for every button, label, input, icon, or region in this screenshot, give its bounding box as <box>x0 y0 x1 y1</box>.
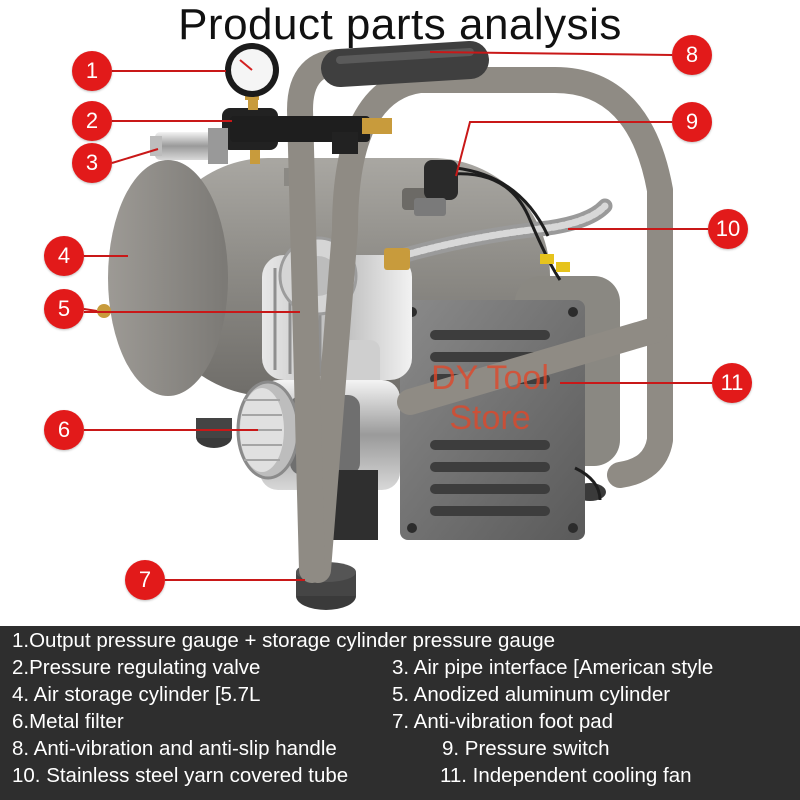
marker-11: 11 <box>712 363 752 403</box>
handle-grip <box>321 41 489 87</box>
marker-10: 10 <box>708 209 748 249</box>
leader-lines <box>83 51 712 581</box>
parts-legend: 1.Output pressure gauge + storage cylind… <box>0 626 800 800</box>
air-pipe-coupler <box>150 128 228 164</box>
pressure-gauge <box>225 43 279 100</box>
legend-item-11: 11. Independent cooling fan <box>440 764 692 787</box>
legend-item-10: 10. Stainless steel yarn covered tube <box>12 764 349 787</box>
marker-7: 7 <box>125 560 165 600</box>
legend-item-9: 9. Pressure switch <box>442 737 610 760</box>
page-title: Product parts analysis <box>178 0 622 49</box>
pressure-switch <box>414 160 458 216</box>
cooling-fan-unit <box>400 276 620 540</box>
legend-item-5: 5. Anodized aluminum cylinder <box>392 683 671 706</box>
marker-1: 1 <box>72 51 112 91</box>
product-illustration <box>83 41 712 610</box>
marker-4: 4 <box>44 236 84 276</box>
marker-2: 2 <box>72 101 112 141</box>
marker-6: 6 <box>44 410 84 450</box>
store-watermark: DY Tool Store <box>405 358 575 438</box>
braided-hose <box>384 198 613 270</box>
legend-item-3: 3. Air pipe interface [American style <box>392 656 714 679</box>
legend-item-2: 2.Pressure regulating valve <box>12 656 261 679</box>
watermark-line-1: DY Tool <box>431 359 549 397</box>
marker-9: 9 <box>672 102 712 142</box>
legend-item-6: 6.Metal filter <box>12 710 124 733</box>
marker-8: 8 <box>672 35 712 75</box>
marker-5: 5 <box>44 289 84 329</box>
legend-item-1: 1.Output pressure gauge + storage cylind… <box>12 629 556 652</box>
legend-item-7: 7. Anti-vibration foot pad <box>392 710 614 733</box>
spade-connectors <box>540 254 570 272</box>
wiring <box>451 166 602 501</box>
metal-filter <box>236 380 300 480</box>
marker-3: 3 <box>72 143 112 183</box>
regulating-valve-manifold <box>222 98 392 164</box>
watermark-line-2: Store <box>449 399 531 437</box>
legend-item-4: 4. Air storage cylinder [5.7L <box>12 683 261 706</box>
legend-item-8: 8. Anti-vibration and anti-slip handle <box>12 737 337 760</box>
